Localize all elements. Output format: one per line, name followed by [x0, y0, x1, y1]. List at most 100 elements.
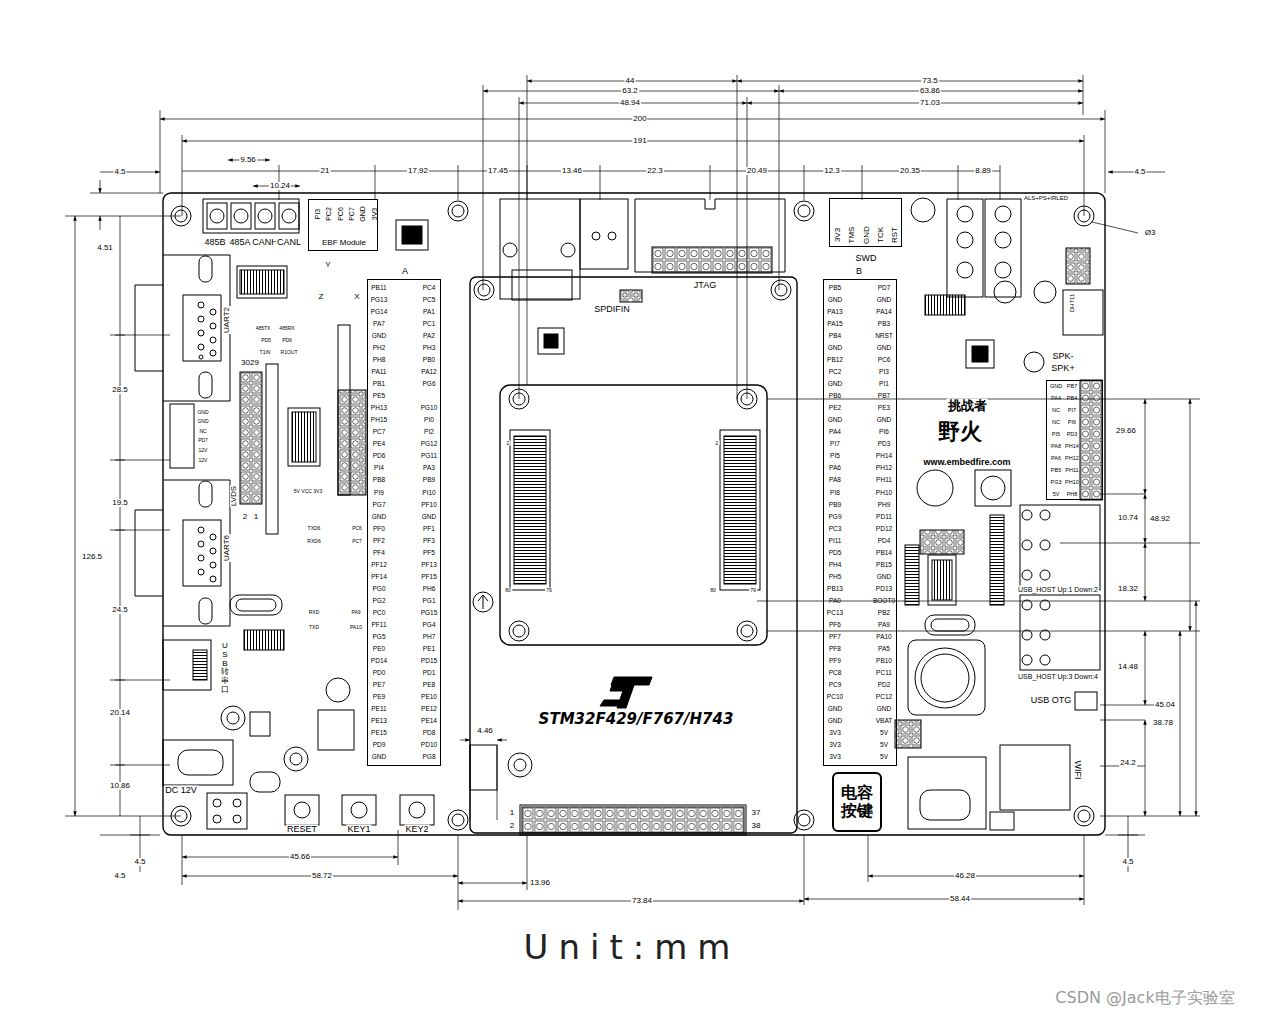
board-label: 野火 [937, 421, 983, 443]
dimension-value: 200 [632, 115, 647, 123]
node-text: PD3 [878, 441, 891, 448]
node-text: PC4 [423, 285, 436, 292]
node-text: PF15 [421, 573, 437, 580]
dimension-value: 48.92 [1149, 515, 1171, 523]
board-label: LVDS [230, 485, 238, 507]
node-text: PH15 [371, 417, 387, 424]
node-text: SWD [856, 254, 877, 263]
dimension-value: 73.5 [921, 77, 939, 85]
node-text: PG6 [422, 381, 435, 388]
dimension-value: 22.3 [646, 167, 664, 175]
node-text: PE13 [371, 718, 387, 725]
node-text: PB1 [373, 381, 385, 388]
node-text: PE3 [878, 405, 890, 412]
touch-key-box: 电容 按键 [832, 772, 882, 832]
dimension-value: 58.44 [949, 895, 971, 903]
node-text: PA14 [876, 309, 891, 316]
dimension-value: 10.74 [1117, 514, 1139, 522]
board-label: 79 [545, 588, 553, 593]
board-label: T1IN [259, 350, 272, 355]
node-text: PF4 [373, 549, 385, 556]
node-text: PC12 [876, 694, 892, 701]
node-text: GND [877, 573, 891, 580]
pin-header: BPB5GNDPA13PA15PB4GNDPB12PC2GNDPB6PE2GND… [823, 279, 897, 766]
board-label: ALS+PS+IRLED [1023, 195, 1069, 201]
node-text: PE11 [371, 706, 386, 713]
board-label: SPDIFIN [593, 305, 631, 314]
node-text: PI5 [1052, 432, 1060, 438]
dimension-value: 126.5 [81, 553, 103, 561]
node-text: PA9 [878, 622, 890, 629]
node-text: PI2 [424, 429, 434, 436]
dimension-value: 14.48 [1117, 663, 1139, 671]
node-text: PD8 [423, 730, 436, 737]
node-text: PG8 [422, 754, 435, 761]
dimension-value: 46.28 [954, 872, 976, 880]
board-label: SPK- [1051, 352, 1074, 361]
node-text: PA15 [827, 321, 842, 328]
node-text: PH14 [1065, 444, 1079, 450]
node-text: PG0 [372, 586, 385, 593]
dimension-value: 8.89 [974, 167, 992, 175]
node-text: PH10 [1065, 480, 1079, 486]
node-text: PC6 [878, 357, 891, 364]
node-text: 3V3 [370, 208, 377, 220]
node-text: PA8 [1051, 444, 1061, 450]
board-label: X [353, 293, 360, 301]
node-text: 电容 按键 [839, 784, 874, 821]
node-text: PF13 [421, 561, 437, 568]
node-text: PH13 [371, 405, 387, 412]
node-text: PF0 [373, 525, 385, 532]
node-text: PC7 [373, 429, 386, 436]
node-text: PF12 [371, 561, 387, 568]
board-label: WIFI [1073, 760, 1082, 781]
board-label: 80 [504, 588, 512, 593]
node-text: PC10 [827, 694, 843, 701]
node-text: PB10 [876, 658, 892, 665]
node-text: GND [372, 333, 386, 340]
board-label: PD5 [260, 338, 272, 343]
node-text: PC7 [347, 207, 354, 221]
dimension-value: 63.86 [919, 87, 941, 95]
node-text: PA13 [827, 309, 842, 316]
node-text: PH2 [373, 345, 386, 352]
connector-box: PI3PC2PC6PC7GND3V3EBF Module [308, 199, 378, 251]
node-text: PA3 [423, 465, 435, 472]
dimension-value: 4.51 [96, 244, 114, 252]
board-label: JTAG [693, 281, 717, 290]
dimension-value: 48.94 [619, 99, 641, 107]
board-label: 1 [509, 809, 515, 817]
node-text: PG5 [372, 634, 385, 641]
node-text: PB7 [878, 393, 890, 400]
dimension-value: 44 [625, 77, 636, 85]
dimension-value: 29.66 [1115, 427, 1137, 435]
node-text: PH5 [829, 573, 842, 580]
node-text: PG13 [371, 297, 388, 304]
node-text: 5V [880, 754, 888, 761]
node-text: PG11 [421, 453, 437, 460]
node-text: PH12 [876, 465, 892, 472]
node-text: PH6 [423, 586, 436, 593]
board-label: KEY1 [346, 825, 371, 834]
node-text: 3V3 [829, 754, 841, 761]
board-label: 2 [506, 441, 511, 446]
board-label: 2 [715, 441, 720, 446]
board-label: 485RX [278, 326, 295, 331]
node-text: PD11 [876, 513, 892, 520]
board-label: Z [318, 293, 325, 301]
node-text: PG3 [1050, 480, 1061, 486]
node-text: PG7 [372, 501, 385, 508]
board-label: CANH [251, 238, 279, 247]
node-text: PD1 [423, 670, 436, 677]
node-text: PB2 [878, 610, 890, 617]
node-text: PE14 [421, 718, 437, 725]
board-label: 1 [253, 513, 259, 521]
board-label: PC6 [351, 526, 363, 531]
node-text: GND [877, 345, 891, 352]
node-text: BOOT0 [873, 598, 895, 605]
node-text: PG4 [422, 622, 435, 629]
board-label: 12V [198, 448, 209, 453]
dimension-value: 24.5 [111, 606, 129, 614]
node-text: PF10 [421, 501, 437, 508]
board-label: Y [324, 261, 331, 269]
